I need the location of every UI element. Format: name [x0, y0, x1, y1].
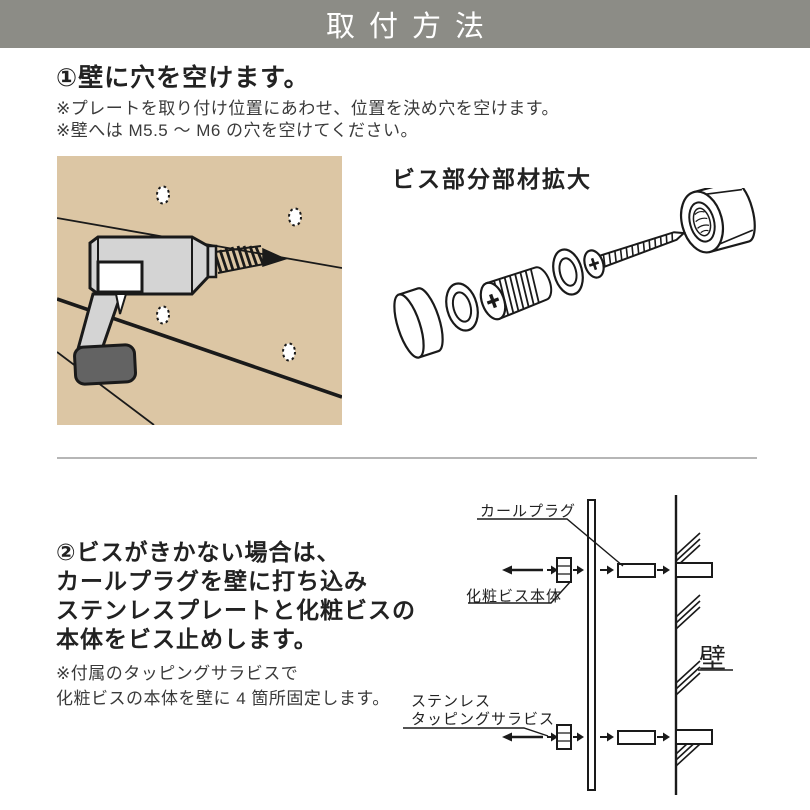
- exploded-diagram-title: ビス部分部材拡大: [392, 166, 592, 192]
- stainless-plate: [587, 499, 596, 791]
- tapping-screw: [583, 231, 687, 279]
- section-divider: [57, 457, 757, 459]
- end-cap: [393, 287, 444, 359]
- label-wall: 壁: [699, 644, 726, 674]
- step2-note-2: 化粧ビスの本体を壁に 4 箇所固定します。: [56, 689, 390, 708]
- arrow-icon: [663, 732, 670, 742]
- drill: [73, 235, 288, 386]
- step2-title-line3: ステンレスプレートと化粧ビスの: [56, 597, 416, 623]
- label-curl-plug: カールプラグ: [480, 503, 577, 520]
- step2-title-line2: カールプラグを壁に打ち込み: [56, 568, 368, 594]
- step2-title-line4: 本体をビス止めします。: [56, 626, 318, 652]
- mount-row-top: [502, 557, 713, 583]
- arrow-icon: [551, 732, 558, 742]
- screw-tip: [502, 565, 512, 575]
- curl-plug-part: [479, 266, 553, 321]
- drill-bit: [213, 245, 288, 274]
- step2-title: ②ビスがきかない場合は、 カールプラグを壁に打ち込み ステンレスプレートと化粧ビ…: [56, 538, 416, 654]
- arrow-icon: [663, 565, 670, 575]
- screw-tip: [502, 732, 512, 742]
- step1-note-1: ※プレートを取り付け位置にあわせ、位置を決め穴を空けます。: [56, 99, 560, 118]
- step2-title-line1: ②ビスがきかない場合は、: [56, 539, 341, 565]
- arrow-icon: [577, 565, 584, 575]
- curl-plug-block: [617, 730, 656, 745]
- arrow-icon: [577, 732, 584, 742]
- leader-lines: [403, 518, 733, 737]
- wall-mounting-diagram: [403, 495, 733, 795]
- drill-chuck: [206, 244, 218, 279]
- page-title: 取付方法: [325, 11, 498, 43]
- inserted-plug: [675, 562, 713, 578]
- label-stainless-line2: タッピングサラビス: [411, 711, 556, 728]
- screw-body-block: [556, 557, 572, 583]
- washer-front: [445, 282, 479, 332]
- step2-note-1: ※付属のタッピングサラビスで: [56, 664, 299, 683]
- header-bar: 取付方法: [0, 0, 810, 48]
- inserted-plug: [675, 729, 713, 745]
- screw-parts-exploded-diagram: [393, 188, 756, 359]
- drill-battery: [73, 343, 137, 386]
- mount-row-bottom: [502, 724, 713, 750]
- label-screw-body: 化粧ビス本体: [466, 588, 563, 605]
- screw-body-block: [556, 724, 572, 750]
- phillips-cross: [588, 257, 600, 271]
- marked-holes: [156, 185, 302, 362]
- step1-note-2: ※壁へは M5.5 〜 M6 の穴を空けてください。: [56, 121, 419, 140]
- washer-back: [552, 248, 584, 296]
- drill-illustration: [57, 156, 342, 425]
- arrow-icon: [607, 565, 614, 575]
- label-stainless-line1: ステンレス: [411, 693, 492, 710]
- cap-nut: [679, 188, 756, 254]
- phillips-cross: [486, 293, 500, 309]
- arrow-icon: [551, 565, 558, 575]
- step1-title: ①壁に穴を空けます。: [56, 64, 310, 92]
- drill-label-window: [96, 260, 144, 294]
- drill-trigger: [114, 293, 128, 315]
- curl-plug-block: [617, 563, 656, 578]
- arrow-icon: [607, 732, 614, 742]
